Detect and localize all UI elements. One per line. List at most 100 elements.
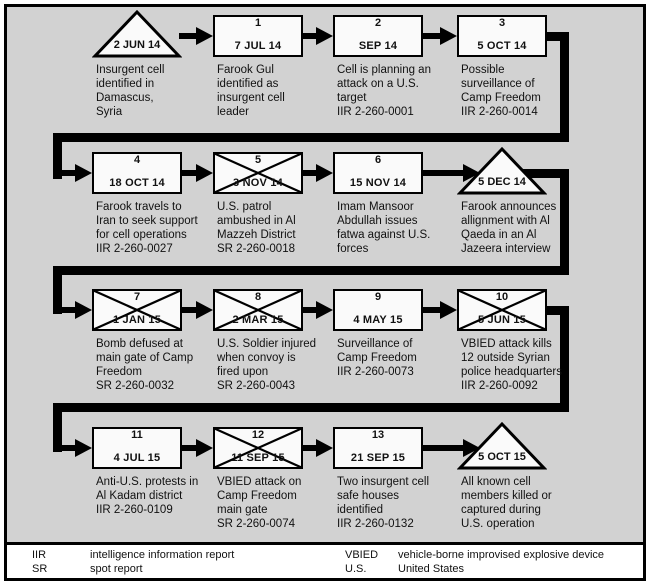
event-number: 7 (133, 291, 141, 303)
crossed-out-x-icon (213, 288, 302, 331)
legend-abbr: VBIED (345, 549, 379, 561)
connector-arrow (179, 164, 213, 182)
legend-abbr: IIR (32, 549, 47, 561)
event-date: 5 OCT 14 (477, 40, 527, 52)
legend-abbr: U.S. (345, 563, 367, 575)
event-date: 5 DEC 14 (478, 176, 526, 188)
event-date: 21 SEP 15 (350, 452, 406, 464)
crossed-out-x-icon (457, 288, 546, 331)
event-node: 1 7 JUL 14 Farook Gul identified as insu… (213, 15, 333, 118)
event-node: 10 5 JUN 15 VBIED attack kills 12 outsid… (457, 288, 577, 392)
event-box: 3 5 OCT 14 (457, 15, 547, 57)
crossed-out-x-icon (213, 426, 302, 469)
event-number: 6 (374, 154, 382, 166)
outer-frame: 2 JUN 14 Insurgent cell identified in Da… (4, 4, 646, 581)
connector-vertical-right (560, 306, 569, 412)
event-date: 5 JUN 15 (477, 314, 527, 326)
event-description: Farook Gul identified as insurgent cell … (217, 64, 285, 118)
event-description: Surveillance of Camp Freedom IIR 2-260-0… (337, 338, 417, 378)
event-number: 5 (254, 154, 262, 166)
milestone-triangle-icon (457, 421, 547, 470)
event-date: 2 MAR 15 (232, 314, 284, 326)
connector-horizontal (53, 133, 569, 142)
event-node: 3 5 OCT 14 Possible surveillance of Camp… (457, 15, 577, 118)
event-box: 8 2 MAR 15 (213, 288, 303, 331)
event-node: 5 DEC 14 Farook announces allignment wit… (457, 146, 577, 255)
event-node: 8 2 MAR 15 U.S. Soldier injured when con… (213, 288, 333, 392)
event-node: 13 21 SEP 15 Two insurgent cell safe hou… (333, 427, 453, 530)
connector-arrow (57, 301, 92, 319)
event-description: VBIED attack kills 12 outside Syrian pol… (461, 338, 563, 392)
connector-arrow (57, 439, 92, 457)
event-description: U.S. patrol ambushed in Al Mazzeh Distri… (217, 201, 296, 255)
event-node: 5 OCT 15 All known cell members killed o… (457, 421, 577, 530)
legend-definition: intelligence information report (90, 549, 235, 561)
event-box: 7 1 JAN 15 (92, 288, 182, 331)
legend-definition: spot report (90, 563, 143, 575)
connector-arrow (421, 27, 457, 45)
event-date: 4 JUL 15 (113, 452, 161, 464)
legend-definition: United States (398, 563, 465, 575)
abbreviation-legend: IIR intelligence information report SR s… (7, 545, 643, 578)
event-description: All known cell members killed or capture… (461, 476, 552, 530)
event-date: 5 OCT 15 (478, 451, 526, 463)
event-date: 7 JUL 14 (234, 40, 282, 52)
event-node: 2 JUN 14 Insurgent cell identified in Da… (92, 9, 212, 118)
event-number: 3 (498, 17, 506, 29)
event-number: 9 (374, 291, 382, 303)
event-date: 1 JAN 15 (112, 314, 162, 326)
event-description: Possible surveillance of Camp Freedom II… (461, 64, 541, 118)
connector-stub (545, 306, 569, 315)
event-description: VBIED attack on Camp Freedom main gate S… (217, 476, 302, 530)
event-date: SEP 14 (358, 40, 398, 52)
event-box: 11 4 JUL 15 (92, 427, 182, 469)
connector-arrow (300, 164, 333, 182)
connector-arrow (421, 301, 457, 319)
event-box: 6 15 NOV 14 (333, 152, 423, 194)
event-date: 2 JUN 14 (113, 39, 161, 51)
milestone-triangle-icon (92, 9, 182, 58)
legend-definition: vehicle-borne improvised explosive devic… (398, 549, 605, 561)
event-box: 2 SEP 14 (333, 15, 423, 57)
event-date: 4 MAY 15 (353, 314, 403, 326)
event-box: 13 21 SEP 15 (333, 427, 423, 469)
connector-stub (545, 32, 569, 41)
event-description: Insurgent cell identified in Damascus, S… (96, 64, 165, 118)
event-node: 6 15 NOV 14 Imam Mansoor Abdullah issues… (333, 152, 453, 255)
event-node: 2 SEP 14 Cell is planning an attack on a… (333, 15, 453, 118)
event-box: 9 4 MAY 15 (333, 289, 423, 331)
event-node: 5 3 NOV 14 U.S. patrol ambushed in Al Ma… (213, 151, 333, 255)
connector-vertical-right (560, 32, 569, 142)
event-description: Anti-U.S. protests in Al Kadam district … (96, 476, 199, 516)
event-node: 9 4 MAY 15 Surveillance of Camp Freedom … (333, 289, 453, 378)
event-date: 15 NOV 14 (349, 177, 407, 189)
event-number: 1 (254, 17, 262, 29)
event-box: 12 11 SEP 15 (213, 426, 303, 469)
event-box: 5 3 NOV 14 (213, 151, 303, 194)
connector-vertical-left (53, 266, 62, 314)
event-description: Farook travels to Iran to seek support f… (96, 201, 198, 255)
crossed-out-x-icon (92, 288, 181, 331)
connector-arrow (57, 164, 92, 182)
legend-abbr: SR (32, 563, 48, 575)
connector-arrow (300, 439, 333, 457)
connector-arrow (179, 27, 213, 45)
connector-arrow (179, 439, 213, 457)
event-box: 1 7 JUL 14 (213, 15, 303, 57)
event-number: 11 (131, 429, 143, 441)
event-description: Cell is planning an attack on a U.S. tar… (337, 64, 431, 118)
event-description: Imam Mansoor Abdullah issues fatwa again… (337, 201, 431, 255)
event-node: 12 11 SEP 15 VBIED attack on Camp Freedo… (213, 426, 333, 530)
connector-stub (509, 169, 569, 178)
event-node: 11 4 JUL 15 Anti-U.S. protests in Al Kad… (92, 427, 212, 516)
event-date: 18 OCT 14 (109, 177, 165, 189)
event-box: 10 5 JUN 15 (457, 288, 547, 331)
connector-arrow (300, 27, 333, 45)
event-description: Bomb defused at main gate of Camp Freedo… (96, 338, 194, 392)
event-number: 4 (133, 154, 141, 166)
event-description: Farook announces allignment with Al Qaed… (461, 201, 557, 255)
event-box: 4 18 OCT 14 (92, 152, 182, 194)
event-number: 8 (254, 291, 262, 303)
event-description: U.S. Soldier injured when convoy is fire… (217, 338, 317, 392)
